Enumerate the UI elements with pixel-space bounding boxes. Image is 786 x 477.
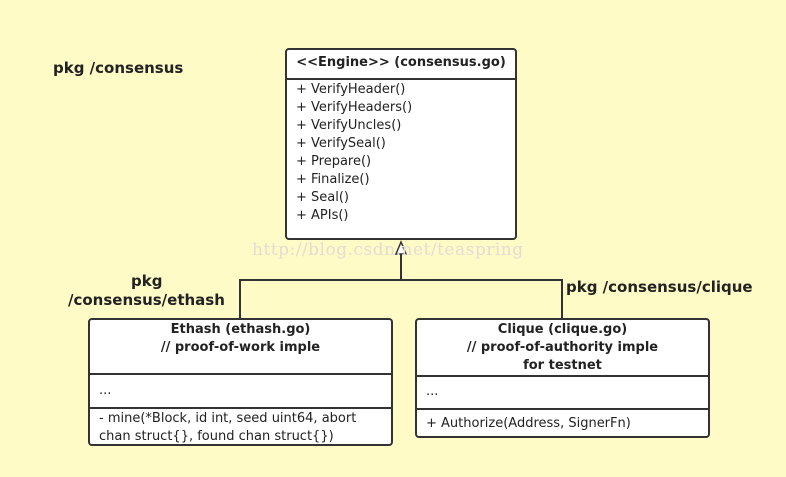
ethash-class-box[interactable]: Ethash (ethash.go) // proof-of-work impl…	[88, 318, 393, 446]
ethash-method-line: chan struct{}, found chan struct{})	[99, 429, 334, 444]
clique-fields: ...	[417, 377, 708, 410]
clique-methods: + Authorize(Address, SignerFn)	[417, 410, 708, 435]
engine-method: + APIs()	[296, 208, 349, 223]
package-label-ethash-line2: /consensus/ethash	[68, 291, 225, 309]
clique-title-comment-2: for testnet	[523, 358, 602, 373]
engine-interface-box[interactable]: <<Engine>> (consensus.go) + VerifyHeader…	[285, 48, 517, 240]
watermark: http://blog.csdn.net/teaspring	[252, 240, 524, 260]
ethash-method-line: - mine(*Block, id int, seed uint64, abor…	[99, 411, 357, 426]
engine-method: + VerifyHeader()	[296, 82, 406, 97]
ethash-fields: ...	[90, 375, 391, 409]
package-label-clique: pkg /consensus/clique	[566, 278, 753, 296]
engine-method: + VerifyHeaders()	[296, 100, 413, 115]
clique-class-box[interactable]: Clique (clique.go) // proof-of-authority…	[415, 318, 710, 438]
package-label-ethash-line1: pkg	[131, 272, 163, 290]
ethash-title-name: Ethash (ethash.go)	[170, 322, 311, 337]
clique-title-comment: // proof-of-authority imple	[466, 340, 659, 355]
ethash-methods: - mine(*Block, id int, seed uint64, abor…	[90, 409, 391, 444]
clique-title-name: Clique (clique.go)	[497, 322, 628, 337]
engine-methods: + VerifyHeader() + VerifyHeaders() + Ver…	[287, 80, 515, 227]
engine-title: <<Engine>> (consensus.go)	[287, 50, 515, 80]
clique-title: Clique (clique.go) // proof-of-authority…	[417, 320, 708, 377]
connector-children	[239, 279, 563, 318]
ethash-title: Ethash (ethash.go) // proof-of-work impl…	[90, 320, 391, 375]
engine-method: + Seal()	[296, 190, 349, 205]
engine-method: + Finalize()	[296, 172, 370, 187]
package-label-consensus: pkg /consensus	[53, 59, 184, 77]
ethash-title-comment: // proof-of-work imple	[160, 340, 321, 355]
clique-method: + Authorize(Address, SignerFn)	[426, 416, 631, 431]
engine-method: + Prepare()	[296, 154, 372, 169]
engine-method: + VerifySeal()	[296, 136, 386, 151]
inheritance-arrow-icon	[394, 240, 408, 255]
engine-method: + VerifyUncles()	[296, 118, 402, 133]
